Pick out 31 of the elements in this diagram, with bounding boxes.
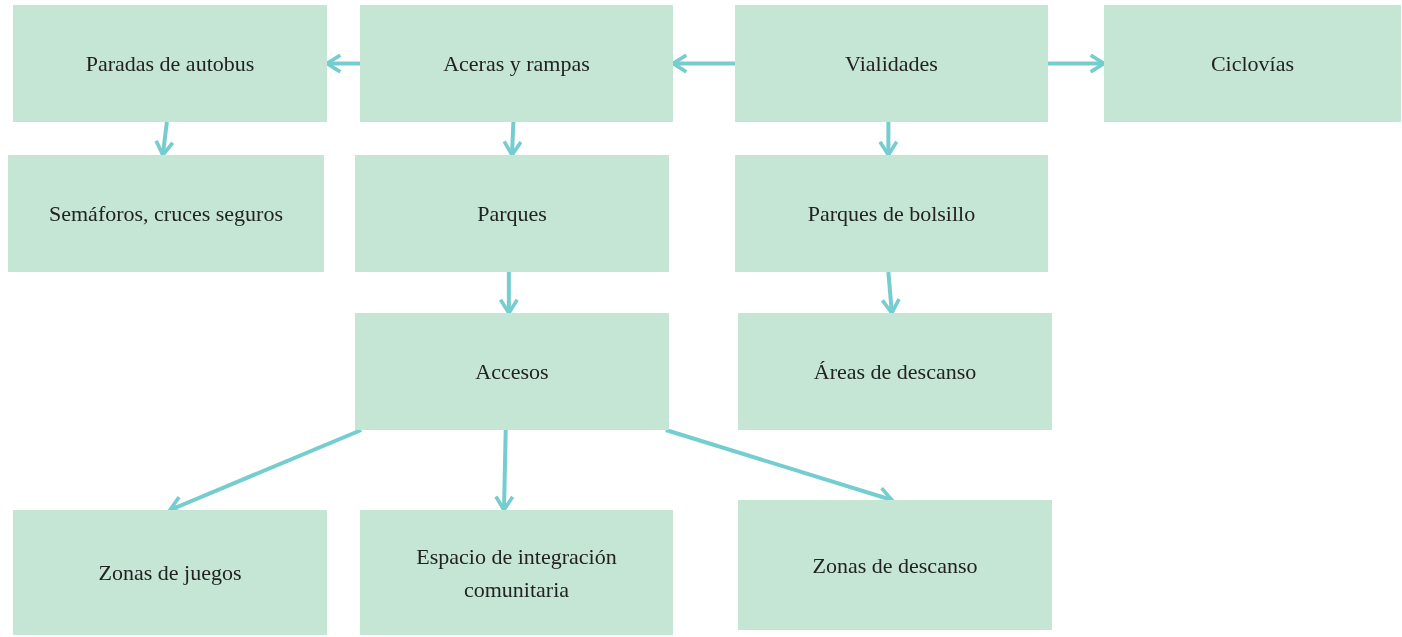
- box-label: Vialidades: [845, 50, 938, 78]
- arrow: [498, 272, 520, 315]
- box-label: Ciclovías: [1210, 50, 1295, 78]
- box-label: Zonas de juegos: [98, 559, 242, 587]
- process-box: [735, 155, 1048, 272]
- box-label: Paradas de autobus: [85, 50, 255, 78]
- process-box: [355, 155, 669, 272]
- box-label: Aceras y rampas: [443, 50, 590, 78]
- arrow: [1048, 53, 1106, 74]
- process-box: [738, 313, 1052, 430]
- process-box: [8, 155, 324, 272]
- process-box: [360, 5, 673, 122]
- process-box: [360, 510, 673, 635]
- process-box: [735, 5, 1048, 122]
- process-box: [355, 313, 669, 430]
- box-label: Zonas de descanso: [812, 551, 978, 580]
- arrow: [154, 121, 175, 157]
- process-box: [13, 510, 327, 635]
- process-box: [13, 5, 327, 122]
- box-label: Espacio de integración comunitaria: [415, 542, 618, 604]
- arrow: [502, 121, 523, 157]
- arrow: [878, 122, 899, 157]
- arrow: [880, 271, 901, 315]
- box-label: Accesos: [475, 358, 549, 386]
- arrow: [494, 429, 515, 512]
- box-label: Áreas de descanso: [813, 358, 977, 386]
- box-label: Parques: [477, 200, 547, 228]
- box-label: Semáforos, cruces seguros: [49, 200, 283, 228]
- process-box: [738, 500, 1052, 630]
- process-box: [1104, 5, 1401, 122]
- box-label: Parques de bolsillo: [807, 200, 976, 228]
